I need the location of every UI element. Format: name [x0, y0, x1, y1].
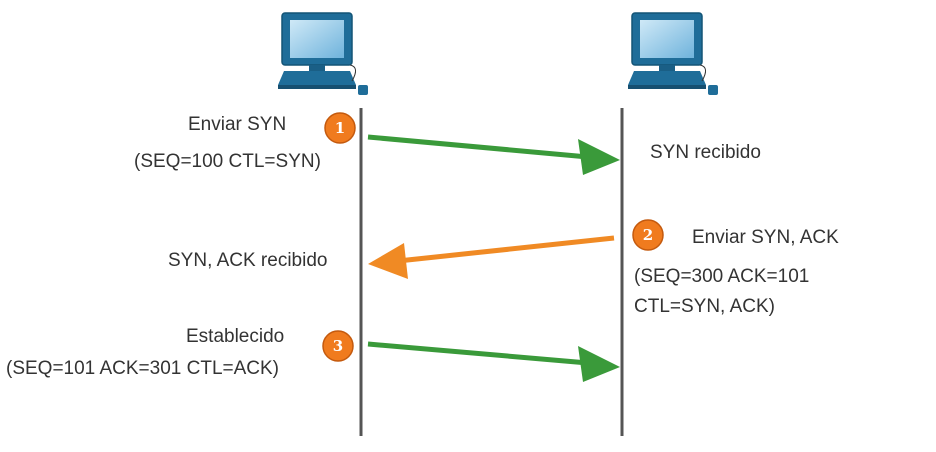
step-1-label: Enviar SYN [188, 114, 287, 135]
arrow-syn [367, 134, 620, 175]
svg-text:2: 2 [643, 226, 653, 244]
step-1-badge: 1 [324, 112, 356, 144]
right-computer-icon [627, 12, 719, 96]
step-2-detail-line2: CTL=SYN, ACK) [634, 296, 775, 317]
step-2-badge: 2 [632, 219, 664, 251]
step-3-label: Establecido [186, 326, 285, 347]
step-2-label: Enviar SYN, ACK [692, 227, 839, 248]
step-2-result: SYN, ACK recibido [168, 250, 328, 271]
svg-text:3: 3 [333, 337, 343, 355]
step-2-detail-line1: (SEQ=300 ACK=101 [634, 266, 810, 287]
left-computer-icon [277, 12, 369, 96]
step-3-detail: (SEQ=101 ACK=301 CTL=ACK) [6, 358, 280, 379]
arrow-syn-ack [368, 235, 615, 279]
step-1-result: SYN recibido [650, 142, 761, 163]
arrow-ack [367, 341, 620, 382]
svg-text:1: 1 [335, 119, 345, 137]
step-1-detail: (SEQ=100 CTL=SYN) [134, 151, 321, 172]
step-3-badge: 3 [322, 330, 354, 362]
